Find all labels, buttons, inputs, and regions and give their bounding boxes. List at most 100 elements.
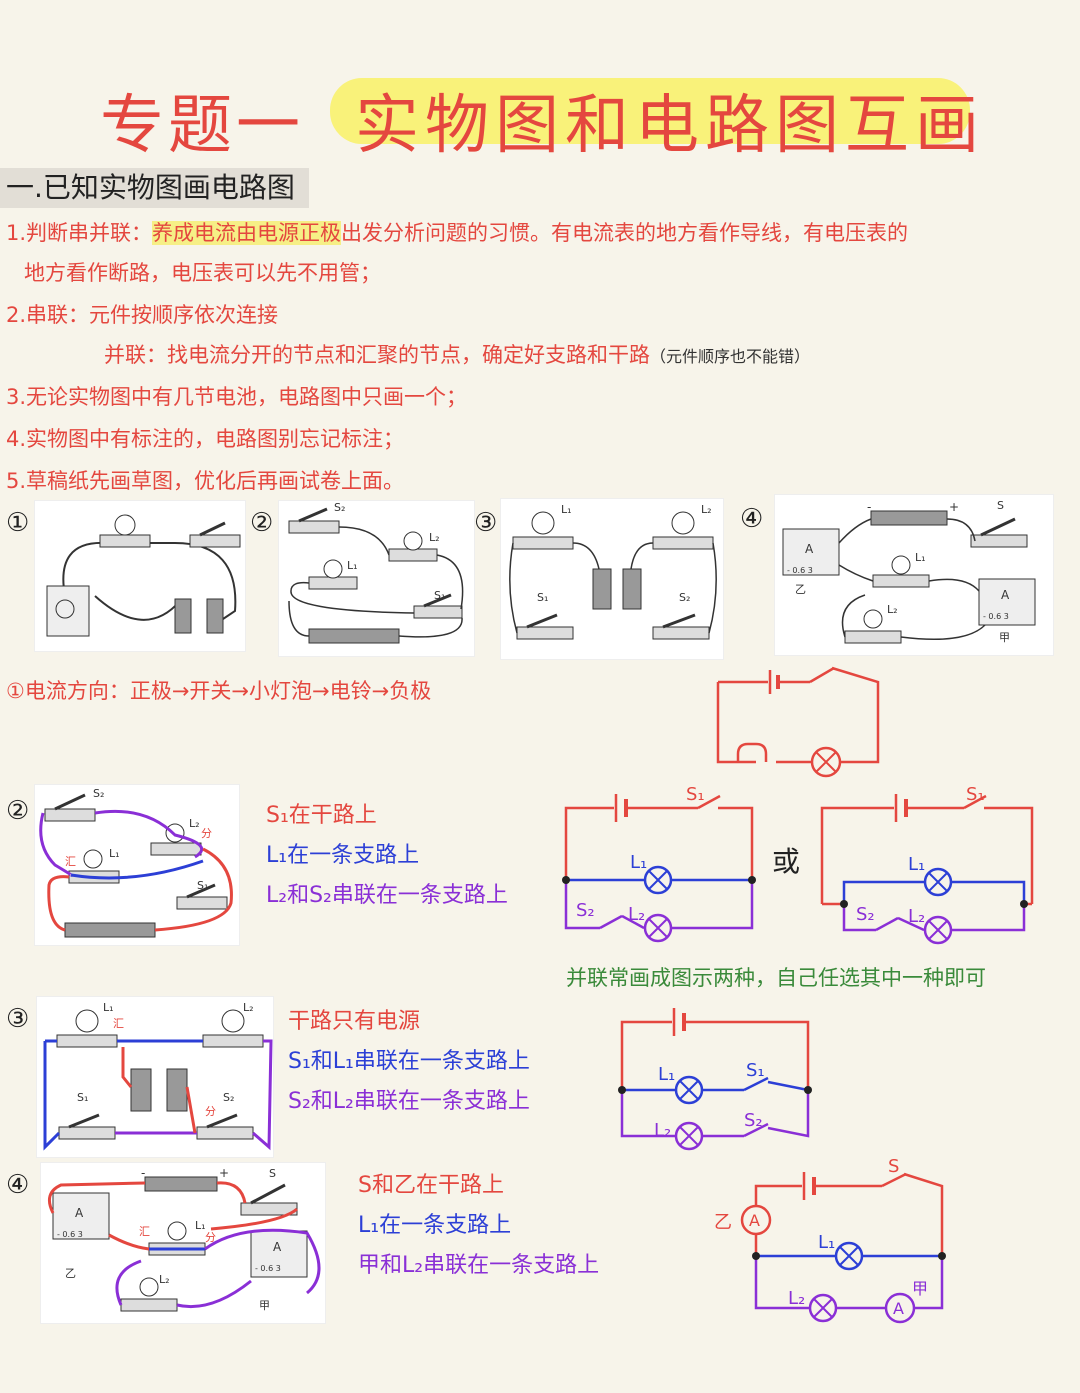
figure-4-diagram: - + S A - 0.6 3 乙 L₁ A - 0.6 3 甲 L₂ <box>774 494 1054 656</box>
fig4-scale-yi: - 0.6 3 <box>787 566 813 575</box>
answer-2-note-3: L₂和S₂串联在一条支路上 <box>266 883 508 908</box>
fig2-l1-label: L₁ <box>347 559 358 572</box>
switch-icon <box>250 1183 286 1205</box>
title-highlight <box>330 78 970 144</box>
lamp-icon <box>834 1241 864 1271</box>
ans3-s2-label: S₂ <box>223 1091 234 1104</box>
fig4-l2-label: L₂ <box>887 603 898 616</box>
answer-1-direction: ①电流方向：正极→开关→小灯泡→电铃→负极 <box>6 679 432 703</box>
battery-icon <box>174 598 192 634</box>
ans2-fen-label: 分 <box>201 827 212 840</box>
answer-3-note-2: S₁和L₁串联在一条支路上 <box>288 1049 530 1074</box>
circuit-3-l2-label: L₂ <box>654 1120 671 1141</box>
ans2-l2-label: L₂ <box>189 817 200 830</box>
switch-icon <box>743 1122 769 1138</box>
battery-icon <box>130 1068 152 1112</box>
rule-4: 4.实物图中有标注的，电路图别忘记标注； <box>6 427 405 451</box>
answer-2-notes: S₁在干路上 L₁在一条支路上 L₂和S₂串联在一条支路上 <box>266 796 508 916</box>
answer-2-note-2: L₁在一条支路上 <box>266 843 420 868</box>
bulb-icon <box>221 1009 245 1033</box>
switch-icon <box>875 916 899 932</box>
fig3-l2-label: L₂ <box>701 503 712 516</box>
bulb-icon <box>83 849 103 869</box>
lamp-icon <box>643 913 673 943</box>
rule-2-note: （元件顺序也不能错） <box>650 347 811 366</box>
or-label: 或 <box>772 845 801 878</box>
switch-icon <box>662 613 696 629</box>
fig2-s1-label: S₁ <box>434 589 445 602</box>
rule-1: 1.判断串并联：养成电流由电源正极出发分析问题的习惯。有电流表的地方看作导线，有… <box>6 218 1076 248</box>
fig2-s2-label: S₂ <box>334 501 345 514</box>
fig4-jia-label: 甲 <box>999 631 1010 644</box>
ans4-scale-jia: - 0.6 3 <box>255 1264 281 1273</box>
title-main: 实物图和电路图互画 <box>355 89 985 163</box>
circuit-b-s1-label: S₁ <box>966 784 985 805</box>
switch-icon <box>54 793 86 811</box>
bulb-icon <box>75 1009 99 1033</box>
switch-icon <box>963 794 987 810</box>
rule-3: 3.无论实物图中有几节电池，电路图中只画一个； <box>6 385 468 409</box>
bulb-icon <box>671 511 695 535</box>
rule-1-text: 出发分析问题的习惯。有电流表的地方看作导线，有电压表的 <box>341 221 909 245</box>
switch-icon <box>298 507 328 523</box>
switch-icon <box>68 1113 100 1129</box>
battery-icon <box>144 1176 218 1192</box>
circuit-a-l2-label: L₂ <box>628 904 645 925</box>
ammeter-icon <box>884 1292 916 1324</box>
circuit-b-l2-label: L₂ <box>908 906 925 927</box>
circuit-4-yi-label: 乙 <box>714 1212 732 1233</box>
circuit-4-jia-label: 甲 <box>912 1279 928 1298</box>
ans4-l2-label: L₂ <box>159 1273 170 1286</box>
bulb-icon <box>323 559 343 579</box>
ans2-s1-label: S₁ <box>197 879 208 892</box>
lamp-icon <box>923 915 953 945</box>
lamp-icon <box>810 746 842 778</box>
fig4-ammeter-jia-a: A <box>1001 588 1010 602</box>
switch-icon <box>206 1113 238 1129</box>
fig4-minus: - <box>867 500 871 514</box>
circuit-3-s1-label: S₁ <box>746 1060 765 1081</box>
rule-1-highlight: 养成电流由电源正极 <box>152 221 342 245</box>
fig4-plus: + <box>949 500 959 514</box>
answer-2-circuit-a: S₁ L₁ S₂ L₂ <box>562 784 756 943</box>
fig3-s1-label: S₁ <box>537 591 548 604</box>
circuit-b-l1-label: L₁ <box>908 854 925 875</box>
ans3-fen-label: 分 <box>205 1105 216 1118</box>
rule-1-cont: 地方看作断路，电压表可以先不用管； <box>24 261 381 285</box>
switch-icon <box>599 914 623 930</box>
ans4-ammeter-yi-a: A <box>75 1206 84 1220</box>
answer-3-notes: 干路只有电源 S₁和L₁串联在一条支路上 S₂和L₂串联在一条支路上 <box>288 1002 530 1122</box>
lamp-icon <box>643 865 673 895</box>
circuit-4-jia-a: A <box>893 1299 904 1318</box>
ans4-ammeter-jia-a: A <box>273 1240 282 1254</box>
answer-2-choice-note: 并联常画成图示两种，自己任选其中一种即可 <box>566 966 986 990</box>
bulb-icon <box>114 514 136 536</box>
ans3-hui-label: 汇 <box>113 1017 124 1030</box>
figure-1-number: ① <box>6 508 30 538</box>
fig3-s2-label: S₂ <box>679 591 690 604</box>
fig4-yi-label: 乙 <box>795 583 806 596</box>
answer-1-circuit <box>716 666 880 778</box>
figure-3-number: ③ <box>474 508 498 538</box>
ammeter-icon <box>978 578 1036 626</box>
answer-2-circuit-b: S₁ L₁ S₂ L₂ <box>820 784 1034 945</box>
figure-4-number: ④ <box>740 504 764 534</box>
answer-3-traced-diagram: L₁ 汇 L₂ S₁ S₂ 分 <box>36 996 274 1158</box>
bulb-icon <box>891 555 911 575</box>
ans4-yi-label: 乙 <box>65 1267 76 1280</box>
page-title: 专题一 实物图和电路图互画 <box>100 70 1000 163</box>
fig3-l1-label: L₁ <box>561 503 572 516</box>
title-prefix: 专题一 <box>100 89 304 163</box>
battery-icon <box>592 568 612 610</box>
answer-3-number: ③ <box>6 1004 30 1034</box>
answer-4-circuit: 乙 A S L₁ L₂ A 甲 <box>714 1156 946 1324</box>
circuit-a-s1-label: S₁ <box>686 784 705 805</box>
answer-2-note-1: S₁在干路上 <box>266 803 377 828</box>
ans4-l1-label: L₁ <box>195 1219 206 1232</box>
ans3-s1-label: S₁ <box>77 1091 88 1104</box>
figure-1-diagram <box>34 500 246 652</box>
answer-2-traced-diagram: S₂ L₂ 分 L₁ 汇 S₁ <box>34 784 240 946</box>
lamp-icon <box>674 1075 704 1105</box>
answer-4-note-3: 甲和L₂串联在一条支路上 <box>358 1253 600 1278</box>
fig4-s-label: S <box>997 499 1004 512</box>
